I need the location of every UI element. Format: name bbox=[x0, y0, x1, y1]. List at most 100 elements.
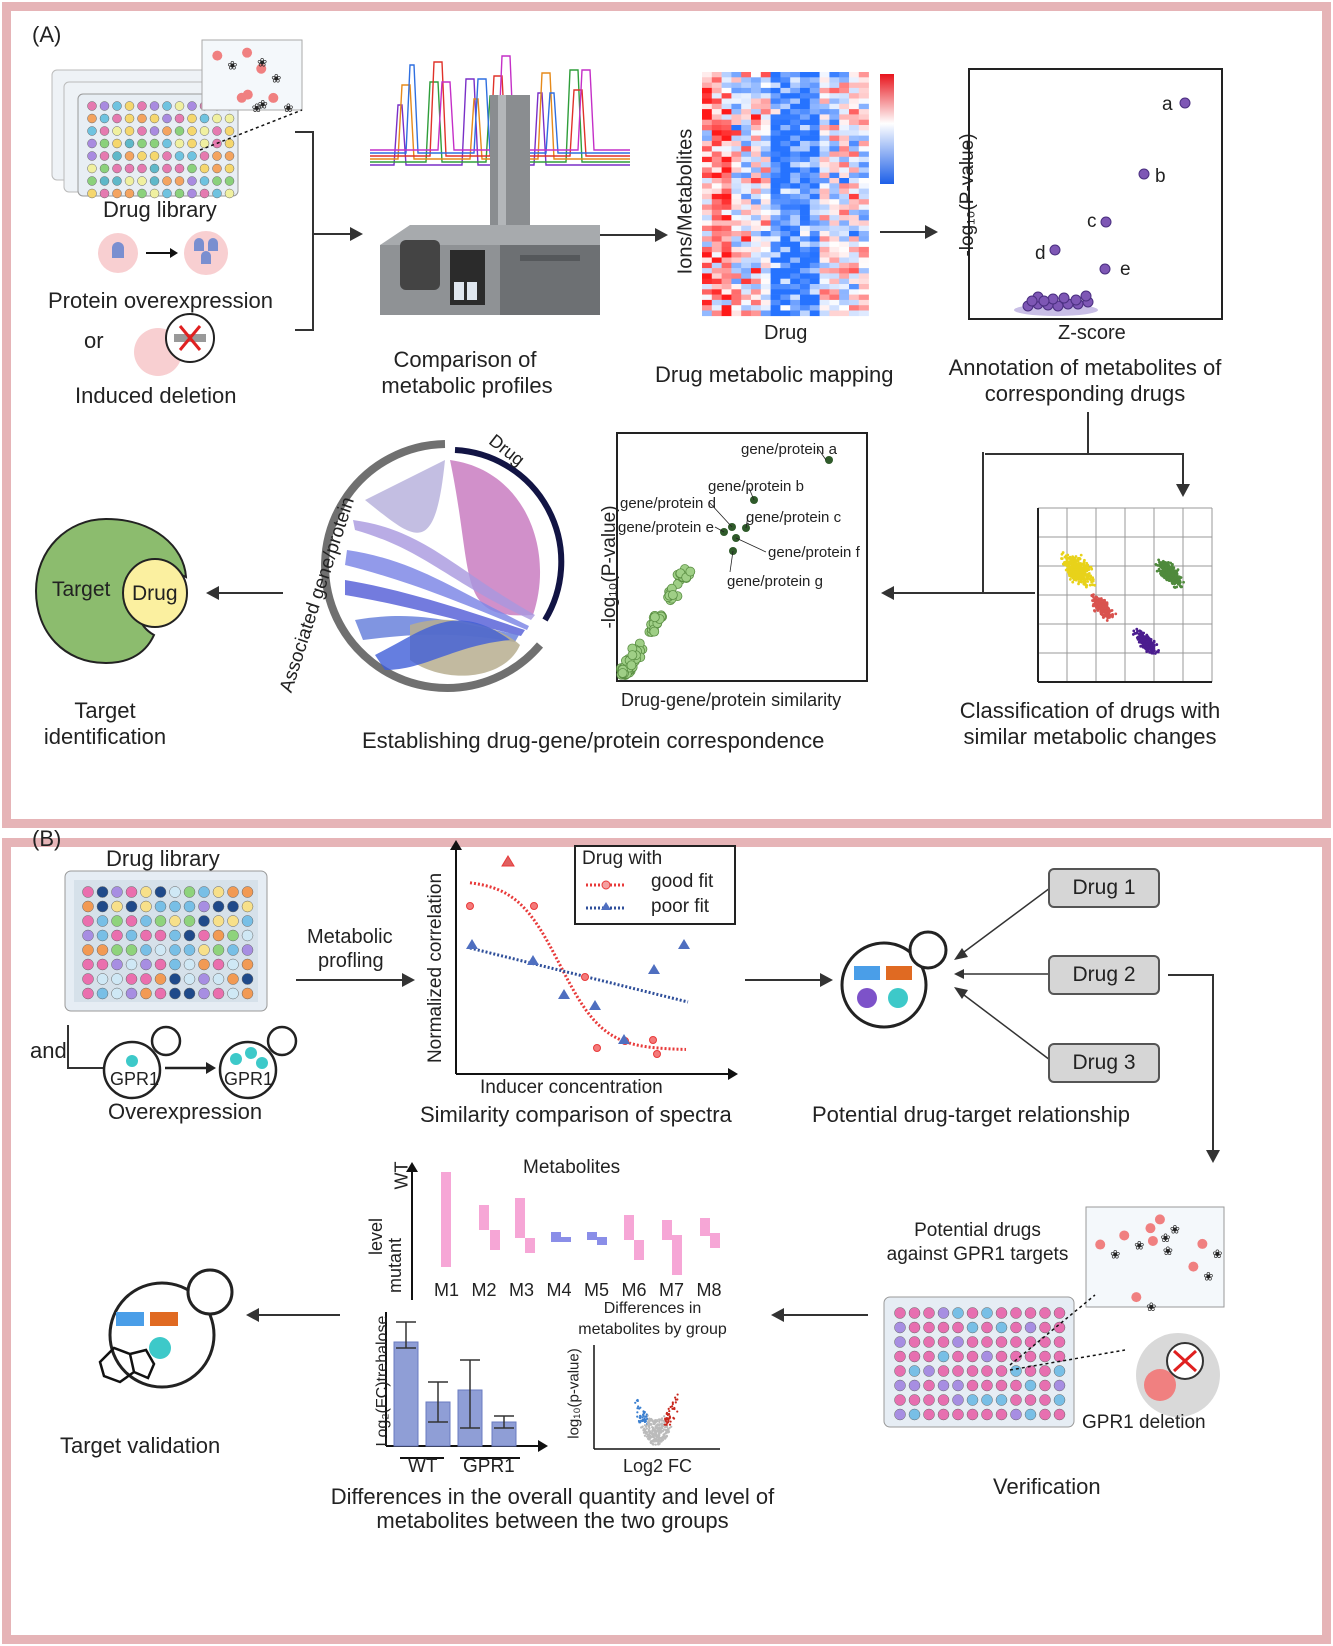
gene-label-c: gene/protein c bbox=[746, 509, 842, 526]
cluster-point bbox=[1139, 634, 1143, 638]
connector-down bbox=[982, 452, 984, 592]
sv-point bbox=[636, 1407, 639, 1410]
heatmap-cell bbox=[751, 82, 762, 89]
heatmap-cell bbox=[760, 140, 771, 147]
cluster-point bbox=[1093, 599, 1097, 602]
heatmap-cell bbox=[711, 305, 722, 311]
plate-well bbox=[224, 113, 235, 124]
plate-well bbox=[169, 929, 181, 942]
cluster-point bbox=[1075, 573, 1079, 577]
metabolite-bar bbox=[672, 1235, 682, 1275]
cluster-point bbox=[1106, 616, 1110, 620]
heatmap-cell bbox=[702, 103, 713, 110]
heatmap-cell bbox=[711, 167, 722, 173]
plate-well bbox=[187, 176, 197, 186]
heatmap-cell bbox=[809, 125, 820, 131]
cluster-point bbox=[1161, 559, 1165, 563]
cluster-point bbox=[1114, 612, 1118, 616]
plate-well bbox=[183, 944, 196, 956]
plate-well bbox=[140, 973, 152, 985]
plate-well bbox=[937, 1321, 950, 1334]
heatmap-cell bbox=[849, 140, 860, 147]
cluster-point bbox=[1160, 562, 1164, 565]
plate-well bbox=[1024, 1379, 1037, 1392]
heatmap-cell bbox=[849, 82, 860, 89]
arrow-to-volcano bbox=[880, 225, 938, 239]
heatmap-cell bbox=[731, 87, 742, 94]
sv-point bbox=[648, 1426, 651, 1429]
heatmap-cell bbox=[839, 273, 850, 279]
heatmap-cell bbox=[790, 310, 801, 317]
heatmap-cell bbox=[760, 109, 771, 115]
plate-well bbox=[154, 958, 167, 971]
heatmap-cell bbox=[741, 130, 752, 136]
plate-well bbox=[1053, 1321, 1066, 1334]
sv-point bbox=[647, 1433, 650, 1436]
heatmap-cell bbox=[780, 183, 791, 189]
plate-well bbox=[894, 1307, 906, 1319]
plate-well bbox=[154, 886, 167, 898]
plate-well bbox=[224, 188, 235, 199]
plate-well bbox=[154, 973, 167, 985]
heatmap-cell bbox=[721, 305, 732, 311]
heatmap-cell bbox=[770, 257, 781, 264]
sv-point bbox=[657, 1431, 660, 1435]
heatmap-cell bbox=[829, 162, 840, 168]
heatmap-cell bbox=[711, 215, 722, 221]
plate-well bbox=[137, 101, 147, 111]
heatmap-cell bbox=[849, 167, 860, 173]
heatmap-cell bbox=[819, 225, 830, 232]
plate-well bbox=[111, 900, 123, 913]
sv-point bbox=[644, 1428, 647, 1431]
heatmap-cell bbox=[800, 220, 811, 226]
heatmap-cell bbox=[741, 252, 752, 258]
heatmap-cell bbox=[790, 156, 801, 163]
plate-well bbox=[137, 151, 147, 161]
heatmap-cell bbox=[741, 294, 752, 301]
heatmap-cell bbox=[858, 167, 869, 173]
heatmap-cell bbox=[702, 188, 713, 195]
heatmap-cell bbox=[770, 114, 781, 120]
heatmap-cell bbox=[790, 294, 801, 301]
cell-dot bbox=[212, 50, 223, 61]
heatmap-cell bbox=[711, 204, 722, 211]
cluster-point bbox=[1135, 631, 1139, 635]
cluster-point bbox=[1087, 571, 1091, 575]
cluster-point bbox=[1152, 649, 1156, 653]
heatmap-cell bbox=[780, 151, 791, 158]
cluster-point bbox=[1084, 569, 1087, 572]
cluster-point bbox=[1144, 647, 1148, 651]
plate-well bbox=[923, 1321, 935, 1334]
heatmap-cell bbox=[702, 199, 713, 205]
plate-well bbox=[140, 900, 152, 913]
cluster-point bbox=[1146, 640, 1150, 643]
arrow-to-validation bbox=[246, 1308, 340, 1322]
heatmap-cell bbox=[770, 273, 781, 279]
sv-point bbox=[664, 1428, 667, 1432]
heatmap-cell bbox=[721, 215, 732, 221]
heatmap-cell bbox=[721, 273, 732, 279]
heatmap-cell bbox=[839, 135, 850, 142]
heatmap-cell bbox=[731, 146, 742, 152]
plate-well bbox=[212, 126, 222, 136]
molecule-icon: ❀ bbox=[257, 56, 267, 70]
sv-point bbox=[646, 1417, 649, 1420]
heatmap-cell bbox=[839, 204, 850, 211]
heatmap-cell bbox=[770, 172, 781, 179]
heatmap-cell bbox=[790, 119, 801, 126]
heatmap-cell bbox=[760, 231, 771, 237]
heatmap-cell bbox=[760, 294, 771, 301]
sv-point bbox=[655, 1437, 658, 1441]
molecule-icon: ❀ bbox=[1163, 1244, 1173, 1258]
volcano-label-c: c bbox=[1087, 211, 1097, 232]
plate-well bbox=[1039, 1408, 1051, 1421]
heatmap-cell bbox=[849, 172, 860, 179]
heatmap-ylabel: Ions/Metabolites bbox=[674, 128, 697, 275]
heatmap-cell bbox=[741, 262, 752, 269]
poor-fit-point bbox=[648, 964, 660, 974]
good-fit-point bbox=[581, 973, 589, 981]
plate-well bbox=[908, 1321, 921, 1334]
heatmap-cell bbox=[731, 156, 742, 163]
good-fit-triangle bbox=[501, 855, 515, 867]
heatmap-cell bbox=[731, 77, 742, 83]
